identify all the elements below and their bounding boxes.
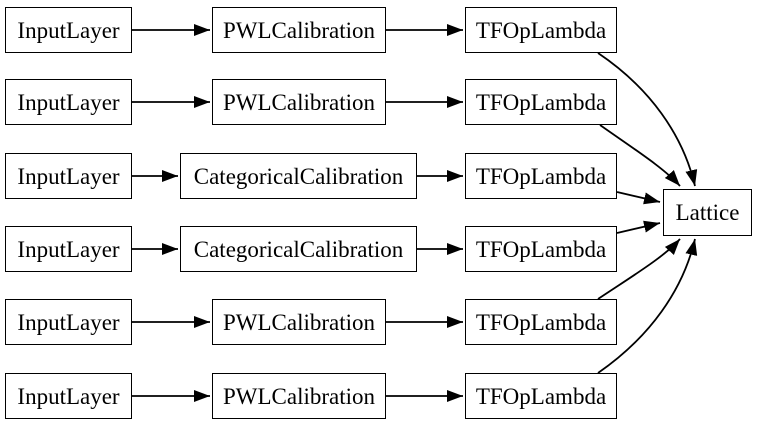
edge-lambda-to-lattice-row3 xyxy=(616,191,661,205)
node-tfoplambda-3: TFOpLambda xyxy=(465,153,617,199)
node-inputlayer-5: InputLayer xyxy=(5,299,132,345)
node-pwlcalibration-1: PWLCalibration xyxy=(212,7,386,53)
edge-lambda-to-lattice-row2 xyxy=(599,124,681,187)
node-tfoplambda-2: TFOpLambda xyxy=(465,79,617,125)
node-lattice: Lattice xyxy=(663,189,752,236)
node-categoricalcalibration-1: CategoricalCalibration xyxy=(180,153,417,199)
node-inputlayer-3: InputLayer xyxy=(5,153,132,199)
node-inputlayer-1: InputLayer xyxy=(5,7,132,53)
node-pwlcalibration-4: PWLCalibration xyxy=(212,373,386,419)
node-pwlcalibration-3: PWLCalibration xyxy=(212,299,386,345)
node-tfoplambda-1: TFOpLambda xyxy=(465,7,617,53)
edge-lambda-to-lattice-row5 xyxy=(597,238,681,300)
edge-lambda-to-lattice-row4 xyxy=(616,220,661,234)
node-inputlayer-6: InputLayer xyxy=(5,373,132,419)
node-inputlayer-4: InputLayer xyxy=(5,226,132,272)
node-tfoplambda-6: TFOpLambda xyxy=(465,373,617,419)
edge-lambda-to-lattice-row1 xyxy=(597,52,698,187)
edge-lambda-to-lattice-row6 xyxy=(597,238,698,374)
node-categoricalcalibration-2: CategoricalCalibration xyxy=(180,226,417,272)
node-inputlayer-2: InputLayer xyxy=(5,79,132,125)
node-pwlcalibration-2: PWLCalibration xyxy=(212,79,386,125)
node-tfoplambda-5: TFOpLambda xyxy=(465,299,617,345)
node-tfoplambda-4: TFOpLambda xyxy=(465,226,617,272)
